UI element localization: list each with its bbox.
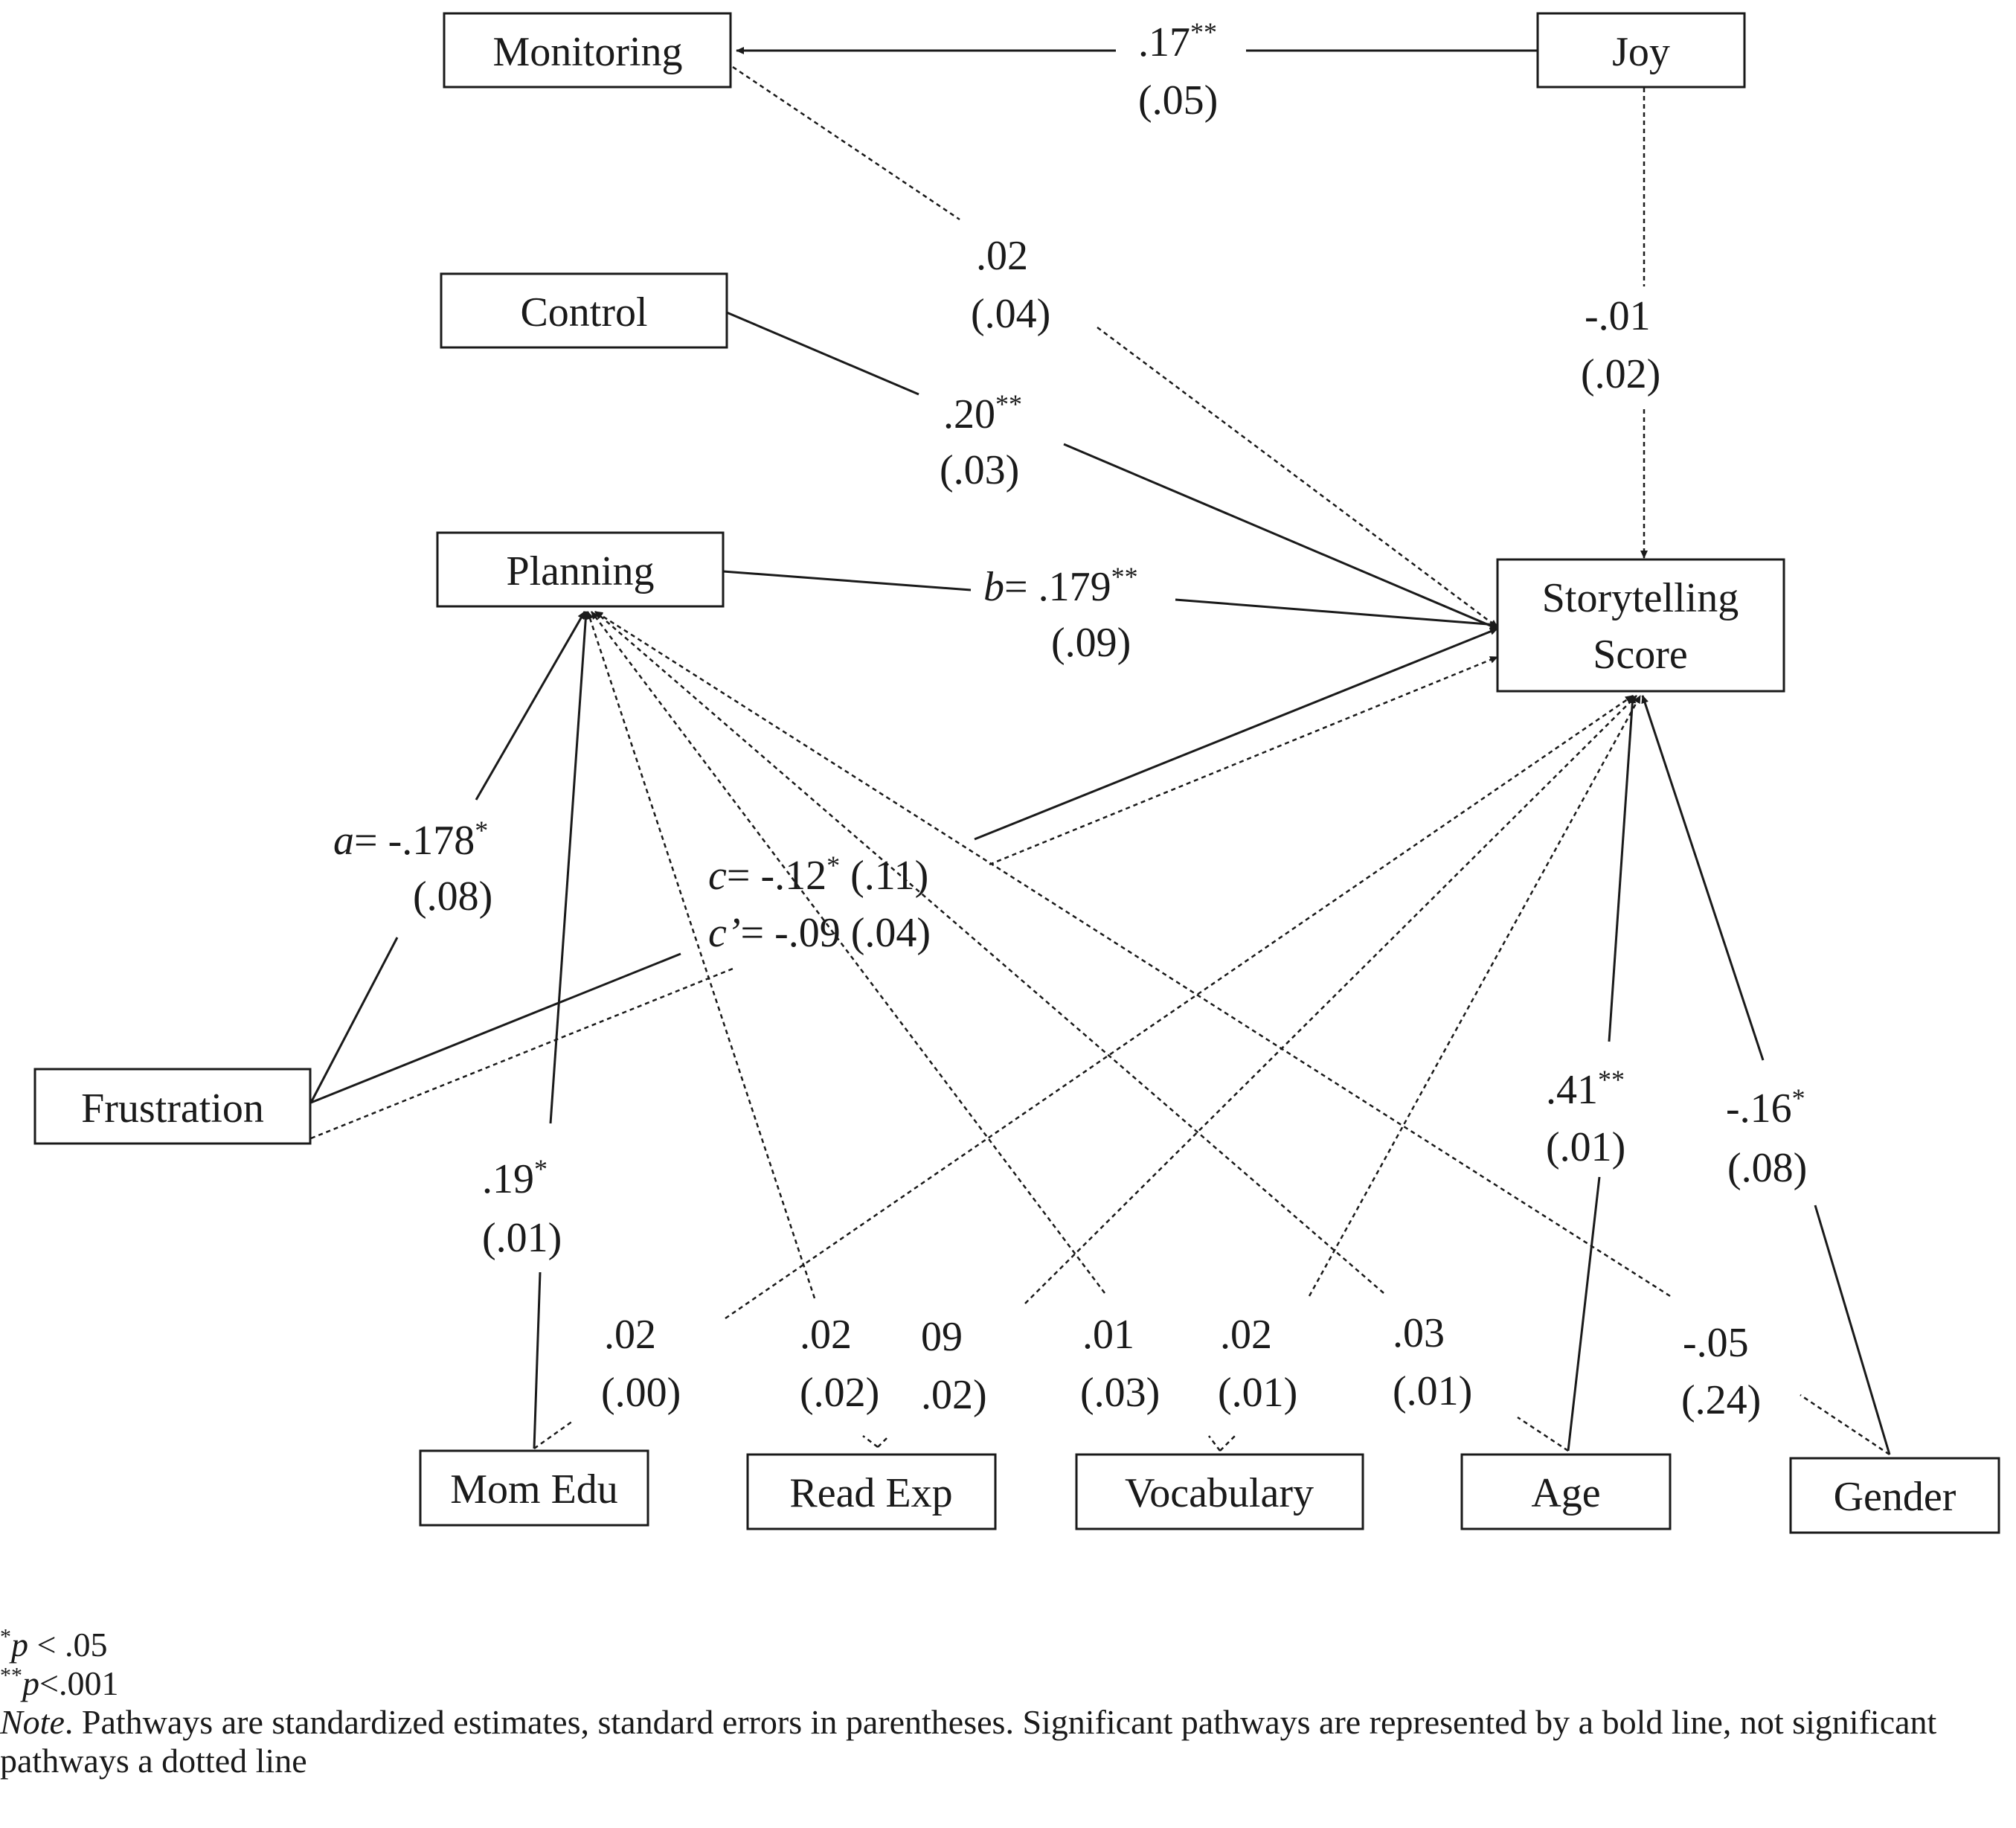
coef-joy-story: -.01 [1585,293,1651,339]
footnote-sig-05: *p < .05 [0,1624,108,1664]
path-planning-story [722,570,972,591]
coef-gender-planning: -.05 [1683,1320,1749,1366]
se-vocab-planning: (.03) [1080,1370,1160,1416]
node-joy-label: Joy [1612,29,1670,75]
se-momedu-planning: (.01) [482,1215,562,1261]
path-frustration-story-direct [989,655,1498,866]
coef-frustration-planning: a= -.178* [333,815,488,864]
se-age-planning: (.01) [1393,1368,1472,1414]
coef-joy-monitoring: .17** [1138,17,1217,65]
node-mom-edu-label: Mom Edu [450,1466,618,1513]
path-age-story [1567,1176,1601,1452]
node-vocabulary-label: Vocabulary [1125,1470,1314,1516]
node-storytelling-score: Storytelling Score [1496,558,1785,693]
path-momedu-story [533,1420,574,1450]
coef-vocab-story: .02 [1220,1312,1272,1358]
path-vocab-story [1308,695,1642,1297]
path-frustration-story-direct [310,967,733,1140]
path-frustration-planning [309,937,399,1103]
path-age-planning [1517,1416,1569,1452]
node-age: Age [1460,1453,1672,1530]
coef-gender-story: -.16* [1726,1083,1805,1132]
se-control-story: (.03) [940,447,1019,493]
se-joy-monitoring: (.05) [1138,77,1218,124]
node-storytelling-label-line1: Storytelling [1542,575,1739,621]
coef-readexp-planning: .02 [800,1312,852,1358]
coef-frustration-story-direct: c’= -.09 (.04) [708,910,931,956]
path-frustration-planning [475,611,586,801]
coef-age-story: .41** [1546,1065,1625,1113]
path-age-planning [594,611,1384,1294]
path-monitoring-story [1097,326,1498,629]
path-readexp-planning [586,611,816,1299]
path-frustration-story-total [974,627,1498,841]
path-gender-planning [1800,1394,1890,1456]
path-readexp-planning [862,1435,879,1448]
coef-age-planning: .03 [1393,1310,1445,1356]
coef-momedu-story: .02 [604,1312,656,1358]
node-gender: Gender [1789,1457,2000,1534]
coef-readexp-story: 09 [921,1314,963,1360]
path-gender-story [1641,695,1765,1061]
figure-footnotes: *p < .05 **p<.001 Note. Pathways are sta… [0,1626,2009,1780]
node-read-exp: Read Exp [746,1453,997,1530]
node-storytelling-label-line2: Score [1593,632,1688,678]
node-vocabulary: Vocabulary [1075,1453,1364,1530]
coef-frustration-story-total: c= -.12* (.11) [708,850,928,899]
se-gender-story: (.08) [1727,1145,1807,1191]
se-planning-story: (.09) [1051,620,1131,666]
se-vocab-story: (.01) [1218,1370,1297,1416]
path-readexp-story [1024,695,1637,1304]
se-monitoring-story: (.04) [971,291,1050,337]
path-control-story [726,311,919,396]
node-mom-edu: Mom Edu [419,1449,649,1527]
coef-control-story: .20** [943,389,1022,437]
path-momedu-planning [549,611,590,1124]
path-frustration-story-total [310,952,681,1104]
path-monitoring-story [732,65,960,221]
se-frustration-planning: (.08) [413,873,492,920]
coef-momedu-planning: .19* [482,1154,548,1202]
path-control-story [1063,443,1498,630]
node-frustration-label: Frustration [81,1085,264,1132]
node-monitoring-label: Monitoring [492,29,682,75]
path-momedu-story [725,694,1634,1320]
se-readexp-planning: (.02) [800,1370,879,1416]
node-frustration: Frustration [33,1068,312,1145]
node-joy: Joy [1536,12,1746,89]
coef-planning-story: b= .179** [983,562,1138,610]
node-read-exp-label: Read Exp [789,1470,952,1516]
path-momedu-planning [533,1271,542,1449]
node-planning-label: Planning [506,548,654,594]
coef-monitoring-story: .02 [976,233,1028,279]
node-gender-label: Gender [1834,1474,1956,1520]
node-control: Control [440,272,728,349]
se-readexp-story: .02) [921,1372,987,1418]
footnote-sig-001: **p<.001 [0,1663,119,1702]
se-age-story: (.01) [1546,1124,1625,1170]
coef-vocab-planning: .01 [1082,1312,1134,1358]
se-gender-planning: (.24) [1681,1377,1761,1423]
path-vocab-planning [591,611,1105,1294]
path-gender-story [1814,1205,1891,1455]
footnote-note: Note. Pathways are standardized estimate… [0,1703,1937,1780]
node-monitoring: Monitoring [443,12,732,89]
node-age-label: Age [1531,1470,1600,1516]
path-vocab-story [1219,1435,1236,1452]
path-planning-story [1175,598,1498,629]
node-planning: Planning [436,531,725,608]
node-control-label: Control [520,289,647,336]
path-readexp-story [877,1435,890,1448]
path-vocab-planning [1208,1435,1221,1452]
paths-layer [309,47,1891,1456]
se-momedu-story: (.00) [601,1370,681,1416]
path-age-story [1608,695,1637,1042]
se-joy-story: (.02) [1581,351,1660,397]
